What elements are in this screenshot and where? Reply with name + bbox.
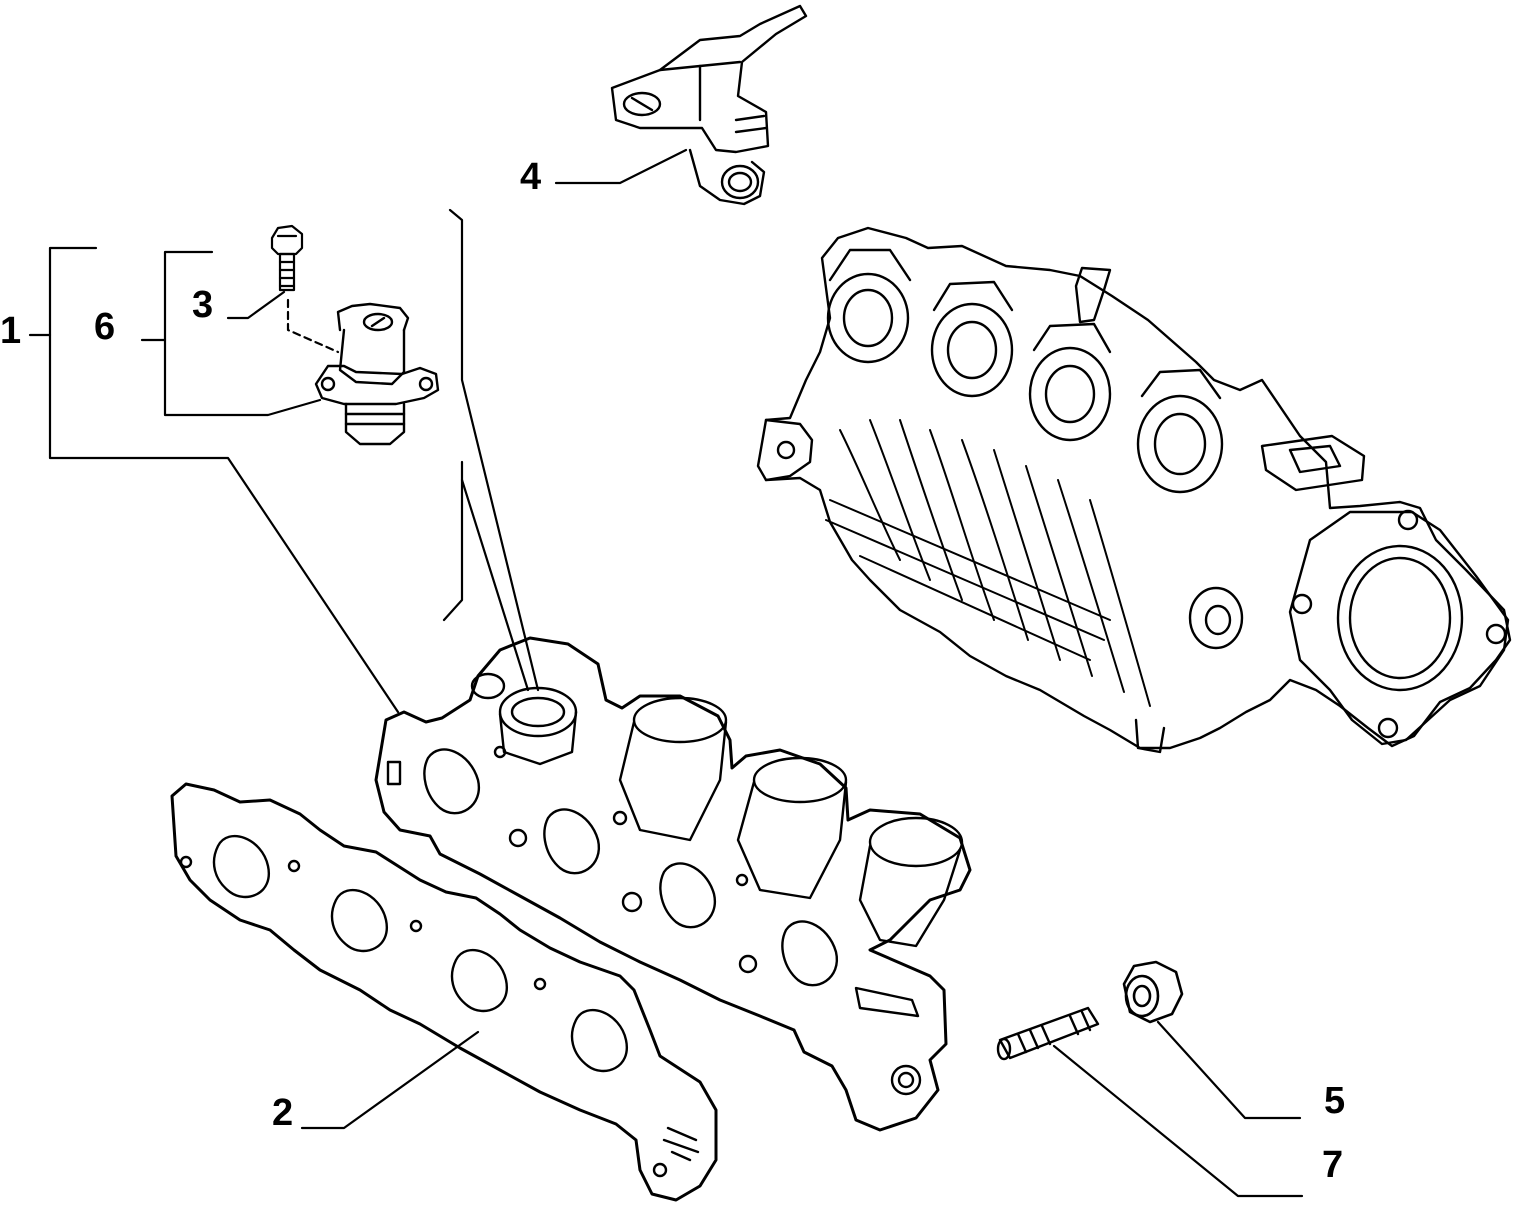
- callout-7: 7: [1322, 1144, 1344, 1186]
- leader-lines: [28, 148, 1304, 1198]
- throttle-flange: [1288, 509, 1510, 746]
- manifold-ribs: [825, 419, 1151, 707]
- bracket-1: [48, 246, 400, 714]
- guide-line-a: [448, 208, 540, 692]
- leader-5: [1156, 1020, 1302, 1120]
- leader-3-dash: [286, 298, 340, 354]
- callout-2: 2: [272, 1092, 294, 1134]
- leader-2: [300, 1030, 480, 1130]
- manifold-runners: [826, 248, 1224, 494]
- bracket-6: [163, 250, 322, 417]
- callout-1: 1: [0, 310, 22, 352]
- gasket-ports: [179, 835, 700, 1178]
- part-7-stud: [996, 1006, 1100, 1061]
- guide-line-b: [442, 460, 464, 622]
- manifold-ports: [386, 745, 922, 1096]
- callout-3: 3: [192, 284, 214, 326]
- lower-manifold: [374, 636, 972, 1132]
- part-2-gasket: [170, 782, 718, 1202]
- leader-4: [554, 148, 688, 185]
- part-4-bracket: [610, 4, 808, 206]
- part-5-nut: [1122, 960, 1184, 1024]
- guide-line-c: [460, 478, 530, 692]
- callout-6: 6: [94, 306, 116, 348]
- lower-runners: [470, 672, 964, 948]
- part-6-valve: [314, 302, 440, 446]
- callout-5: 5: [1324, 1080, 1346, 1122]
- leader-7: [1052, 1044, 1304, 1198]
- leader-3: [226, 290, 286, 320]
- intake-manifold-assembly: [756, 226, 1512, 754]
- part-3-bolt: [270, 224, 304, 292]
- callout-4: 4: [520, 156, 542, 198]
